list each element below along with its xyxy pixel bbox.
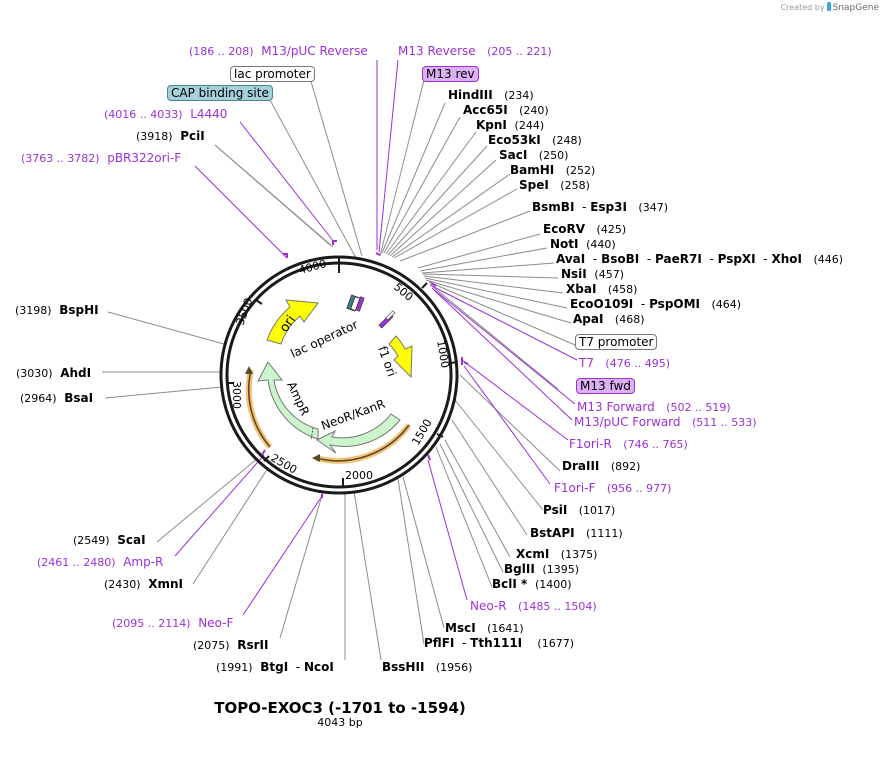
enzyme-connector-lines [102, 77, 576, 661]
enzyme-label-bglii[interactable]: BglII (1395) [504, 562, 579, 576]
feature-lac-operator-label: lac operator [288, 317, 360, 360]
feature-ori[interactable] [266, 299, 319, 345]
enzyme-label-ecorv[interactable]: EcoRV (425) [543, 222, 627, 236]
enzyme-label-pcii[interactable]: (3918) PciI [136, 129, 205, 143]
plasmid-title: TOPO-EXOC3 (-1701 to -1594) [214, 699, 466, 717]
tick-marks [227, 257, 458, 487]
enzyme-label-bsai[interactable]: (2964) BsaI [20, 391, 94, 405]
snapgene-logo-icon [826, 2, 831, 11]
enzyme-label-bstapi[interactable]: BstAPI (1111) [530, 526, 623, 540]
primer-label-m13-forward[interactable]: M13 Forward (502 .. 519) [577, 400, 731, 414]
enzyme-label-spei[interactable]: SpeI (258) [519, 178, 590, 192]
enzyme-label-eco0109i-pspomi[interactable]: EcoO109I - PspOMI (464) [570, 297, 742, 311]
enzyme-label-psii[interactable]: PsiI (1017) [543, 503, 616, 517]
enzyme-label-nsii[interactable]: NsiI (457) [561, 267, 624, 281]
enzyme-label-hindiii[interactable]: HindIII (234) [448, 88, 534, 102]
primer-label-amp-r[interactable]: (2461 .. 2480) Amp-R [37, 555, 164, 569]
feature-label-lac-promoter[interactable]: lac promoter [230, 66, 315, 82]
enzyme-label-bamhi[interactable]: BamHI (252) [510, 163, 596, 177]
enzyme-label-pflfi-tth111i[interactable]: PflFI - Tth111I (1677) [424, 636, 574, 650]
enzyme-label-btgi-ncoi[interactable]: (1991) BtgI - NcoI [216, 660, 334, 674]
primer-label-t7[interactable]: T7 (476 .. 495) [579, 356, 670, 370]
primer-connector-lines [174, 59, 578, 616]
primer-label-m13-reverse[interactable]: M13 Reverse (205 .. 221) [398, 44, 552, 58]
small-feature-cluster-top [346, 294, 365, 312]
svg-text:2000: 2000 [345, 469, 373, 482]
enzyme-label-acc65i[interactable]: Acc65I (240) [463, 103, 549, 117]
enzyme-label-xbai[interactable]: XbaI (458) [566, 282, 638, 296]
enzyme-label-msci[interactable]: MscI (1641) [445, 621, 524, 635]
primer-label-f1ori-f[interactable]: F1ori-F (956 .. 977) [554, 481, 672, 495]
enzyme-label-ahdi[interactable]: (3030) AhdI [16, 366, 92, 380]
primer-label-m13puc-forward[interactable]: M13/pUC Forward (511 .. 533) [574, 415, 757, 429]
enzyme-label-bcli[interactable]: BclI * (1400) [492, 577, 572, 591]
enzyme-label-saci[interactable]: SacI (250) [499, 148, 569, 162]
svg-text:3000: 3000 [230, 381, 243, 409]
enzyme-label-scai[interactable]: (2549) ScaI [73, 533, 146, 547]
enzyme-label-xcmi[interactable]: XcmI (1375) [516, 547, 598, 561]
enzyme-label-bsshii[interactable]: BssHII (1956) [382, 660, 473, 674]
feature-f1-ori[interactable] [388, 335, 413, 379]
enzyme-label-noti[interactable]: NotI (440) [550, 237, 616, 251]
feature-label-m13-rev[interactable]: M13 rev [422, 66, 479, 82]
primer-marks [261, 240, 469, 498]
primer-label-m13puc-reverse[interactable]: (186 .. 208) M13/pUC Reverse [189, 44, 368, 58]
feature-neor-kanr[interactable] [316, 413, 401, 454]
enzyme-label-avai-group[interactable]: AvaI - BsoBI - PaeR7I - PspXI - XhoI (44… [556, 252, 844, 266]
backbone [219, 255, 459, 495]
primer-label-l4440[interactable]: (4016 .. 4033) L4440 [104, 107, 228, 121]
feature-label-m13-fwd[interactable]: M13 fwd [576, 378, 635, 394]
plasmid-length: 4043 bp [317, 716, 363, 729]
svg-text:1000: 1000 [434, 339, 452, 369]
enzyme-label-bsmbi-esp3i[interactable]: BsmBI - Esp3I (347) [532, 200, 669, 214]
enzyme-label-rsrii[interactable]: (2075) RsrII [193, 638, 269, 652]
enzyme-label-draiii[interactable]: DraIII (892) [562, 459, 641, 473]
enzyme-label-apai[interactable]: ApaI (468) [573, 312, 645, 326]
primer-binding-arcs [245, 366, 412, 464]
enzyme-label-eco53ki[interactable]: Eco53kI (248) [488, 133, 582, 147]
enzyme-label-bsphi[interactable]: (3198) BspHI [15, 303, 99, 317]
primer-label-pbr322ori-f[interactable]: (3763 .. 3782) pBR322ori-F [21, 151, 182, 165]
feature-label-cap-binding-site[interactable]: CAP binding site [167, 85, 273, 101]
feature-ampr[interactable] [257, 361, 319, 440]
small-feature-cluster-t7 [378, 310, 396, 329]
primer-label-neo-f[interactable]: (2095 .. 2114) Neo-F [112, 616, 234, 630]
svg-text:4000: 4000 [297, 257, 327, 277]
enzyme-label-xmni[interactable]: (2430) XmnI [104, 577, 183, 591]
enzyme-label-kpni[interactable]: KpnI (244) [476, 118, 545, 132]
svg-text:1500: 1500 [409, 417, 434, 448]
svg-text:3500: 3500 [234, 296, 256, 327]
primer-label-f1ori-r[interactable]: F1ori-R (746 .. 765) [569, 437, 688, 451]
feature-label-t7-promoter[interactable]: T7 promoter [575, 334, 658, 350]
primer-label-neo-r[interactable]: Neo-R (1485 .. 1504) [470, 599, 597, 613]
